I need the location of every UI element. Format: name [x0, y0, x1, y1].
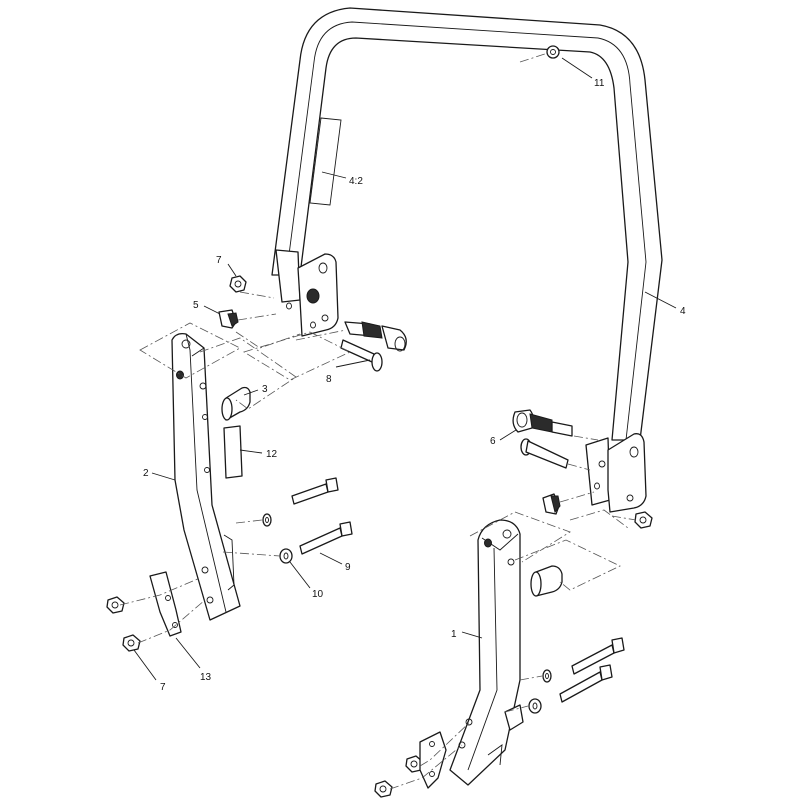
callout-3: 3 [262, 384, 268, 395]
part-9-bolt-left-upper [291, 477, 339, 505]
part-7-nut-right [634, 511, 653, 529]
part-9-bolt-right-lower [559, 664, 613, 703]
part-5-clip-left [218, 309, 239, 329]
part-8-pin-right [520, 438, 569, 469]
callout-9: 9 [345, 562, 351, 573]
part-13-bracket-left [149, 571, 182, 637]
callout-5: 5 [193, 300, 199, 311]
part-9-bolt-left-lower [299, 521, 353, 555]
part-2-left-upright [171, 332, 241, 621]
part-9-bolt-right-upper [571, 637, 625, 675]
callout-10: 10 [312, 589, 324, 600]
callout-1: 1 [451, 629, 457, 640]
part-8-pin-top [340, 339, 383, 372]
leader-lines [133, 57, 677, 681]
part-1-right-upright [449, 519, 524, 786]
callout-13: 13 [200, 672, 212, 683]
part-3-spacer-left [221, 386, 251, 421]
part-3-spacer-right [530, 565, 563, 597]
part-7-nut-top [229, 275, 247, 293]
part-13-bracket-right [419, 731, 447, 789]
phantom-lines [119, 291, 637, 790]
part-7-nut-bottom-2 [374, 780, 393, 798]
callout-2: 2 [143, 468, 149, 479]
part-11-washer [546, 45, 560, 59]
callout-4: 4 [680, 306, 686, 317]
callout-6: 6 [490, 436, 496, 447]
part-7-nut-left-1 [106, 596, 125, 614]
part-10-washer-right-lower [528, 698, 542, 714]
part-10-washer-left-lower [279, 548, 293, 564]
part-5-clip-right [542, 493, 561, 515]
part-7-nut-left-2 [122, 634, 141, 652]
callout-4-2: 4:2 [349, 176, 363, 187]
callout-11: 11 [594, 78, 605, 89]
roll-bar-hoop [271, 7, 663, 513]
callout-12: 12 [266, 449, 278, 460]
callout-7-bottom: 7 [160, 682, 166, 693]
part-10-washer-right-upper [542, 669, 552, 683]
part-6-pin-knob-right [512, 409, 573, 437]
part-10-washer-left-upper [262, 513, 272, 527]
callout-7-top: 7 [216, 255, 222, 266]
callout-8: 8 [326, 374, 332, 385]
part-12-decal [223, 425, 243, 479]
part-6-pin-knob-top [344, 321, 407, 352]
